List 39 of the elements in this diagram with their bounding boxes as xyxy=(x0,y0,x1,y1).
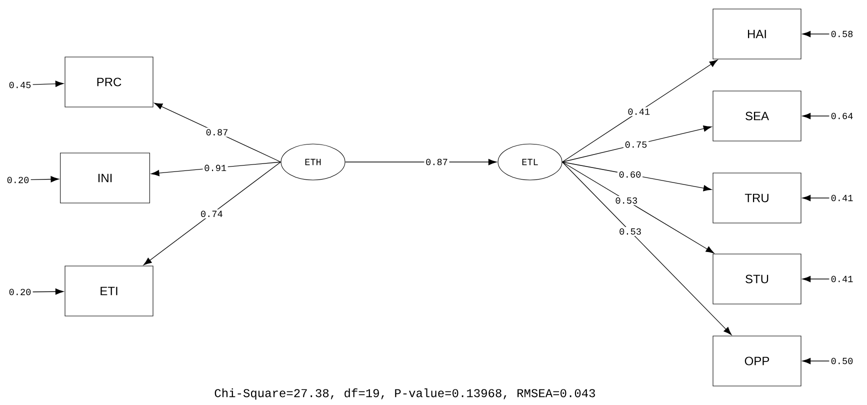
arrow xyxy=(802,358,830,364)
variable-box: ETI xyxy=(64,266,154,316)
error-value: 0.64 xyxy=(831,112,853,120)
arrow xyxy=(154,102,282,162)
edge-label: 0.74 xyxy=(199,209,224,218)
arrow xyxy=(32,80,64,87)
arrow xyxy=(802,276,830,282)
arrow xyxy=(562,162,714,254)
arrow xyxy=(143,162,282,266)
arrow xyxy=(562,162,732,336)
edge-label: 0.87 xyxy=(424,158,450,166)
variable-box: SEA xyxy=(712,90,802,142)
arrow xyxy=(802,112,830,120)
variable-box: INI xyxy=(60,152,150,204)
arrow xyxy=(32,288,64,295)
arrow xyxy=(802,30,830,38)
edge-label: 0.87 xyxy=(204,128,230,137)
variable-box: OPP xyxy=(712,336,802,386)
arrow xyxy=(562,60,718,162)
edge-label: 0.53 xyxy=(614,196,639,206)
variable-box: TRU xyxy=(712,172,802,224)
error-value: 0.41 xyxy=(831,276,853,282)
variable-box: HAI xyxy=(712,8,802,60)
error-value: 0.20 xyxy=(7,176,29,184)
edge-label: 0.41 xyxy=(626,107,652,116)
error-value: 0.50 xyxy=(831,358,853,364)
arrow xyxy=(30,176,59,182)
error-value: 0.20 xyxy=(9,288,31,296)
variable-box: STU xyxy=(712,254,802,304)
edge-label: 0.75 xyxy=(623,140,649,150)
caption: Chi-Square=27.38, df=19, P-value=0.13968, RMSEA=0.043 xyxy=(214,388,595,400)
variable-box: PRC xyxy=(64,56,154,108)
edge-label: 0.60 xyxy=(617,170,643,180)
edge-label: 0.91 xyxy=(202,163,228,172)
error-value: 0.41 xyxy=(831,194,853,202)
error-value: 0.58 xyxy=(831,30,853,38)
arrow xyxy=(802,194,830,202)
edge-label: 0.53 xyxy=(618,227,643,236)
error-value: 0.45 xyxy=(9,82,31,88)
